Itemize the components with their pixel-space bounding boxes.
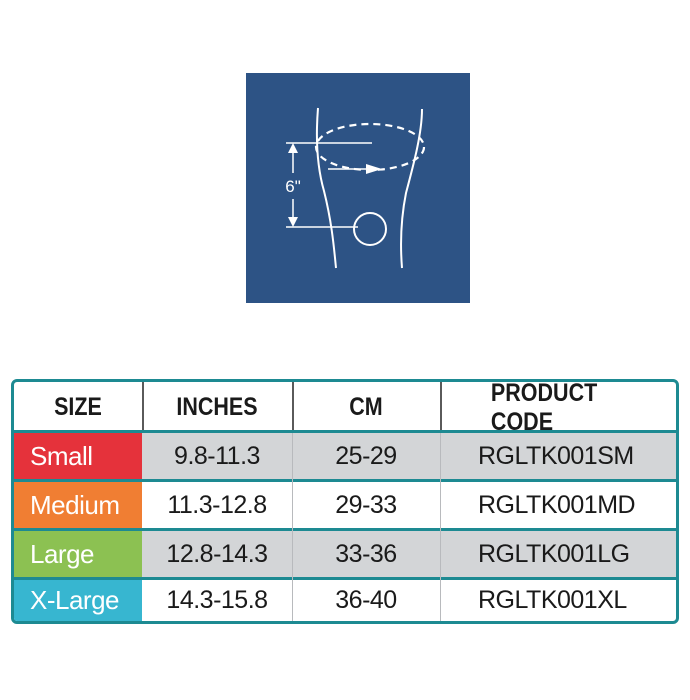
- cm-cell: 36-40: [335, 586, 397, 614]
- cm-cell: 29-33: [335, 490, 397, 519]
- kneecap-circle: [353, 212, 387, 246]
- product-code-cell: RGLTK001XL: [478, 586, 627, 614]
- leg-outline-illustration: 6": [285, 107, 426, 269]
- header-divider: [142, 382, 144, 433]
- column-divider: [292, 433, 293, 621]
- dimension-arrow-up: [288, 143, 298, 153]
- header-divider: [440, 382, 442, 433]
- header-product-code: PRODUCT CODE: [490, 379, 598, 436]
- column-divider: [440, 433, 441, 621]
- cm-cell: 25-29: [292, 433, 440, 479]
- knee-measurement-diagram: 6": [246, 73, 470, 303]
- row-separator: [14, 528, 676, 531]
- circumference-ellipse: [314, 122, 426, 172]
- row-separator: [14, 577, 676, 580]
- product-code-cell: RGLTK001LG: [440, 531, 676, 577]
- size-xlarge-label: X-Large: [14, 580, 142, 621]
- header-inches: INCHES: [176, 393, 258, 421]
- product-code-cell: RGLTK001SM: [440, 433, 676, 479]
- inches-cell: 12.8-14.3: [142, 531, 292, 577]
- inches-cell: 11.3-12.8: [167, 490, 267, 519]
- header-cm: CM: [349, 393, 383, 421]
- leg-outline-right: [400, 108, 423, 269]
- size-large-label: Large: [14, 531, 142, 577]
- table-row: Small 9.8-11.3 25-29 RGLTK001SM: [14, 433, 676, 479]
- table-header-row: SIZE INCHES CM PRODUCT CODE: [14, 379, 676, 436]
- row-separator: [14, 479, 676, 482]
- header-divider: [292, 382, 294, 433]
- measure-label: 6": [285, 177, 301, 196]
- inches-cell: 14.3-15.8: [166, 586, 268, 614]
- table-row: X-Large 14.3-15.8 36-40 RGLTK001XL: [14, 580, 676, 621]
- table-row: Large 12.8-14.3 33-36 RGLTK001LG: [14, 531, 676, 577]
- size-chart-table: SIZE INCHES CM PRODUCT CODE Small 9.8-11…: [11, 379, 679, 624]
- row-separator: [14, 430, 676, 433]
- leg-outline-left: [315, 107, 337, 269]
- header-size: SIZE: [54, 393, 102, 421]
- cm-cell: 33-36: [292, 531, 440, 577]
- dimension-arrow-down: [288, 217, 298, 227]
- product-code-cell: RGLTK001MD: [478, 490, 636, 519]
- inches-cell: 9.8-11.3: [142, 433, 292, 479]
- circumference-arrow-head: [366, 164, 382, 174]
- size-small-label: Small: [14, 433, 142, 479]
- size-medium-label: Medium: [14, 482, 142, 528]
- table-row: Medium 11.3-12.8 29-33 RGLTK001MD: [14, 482, 676, 528]
